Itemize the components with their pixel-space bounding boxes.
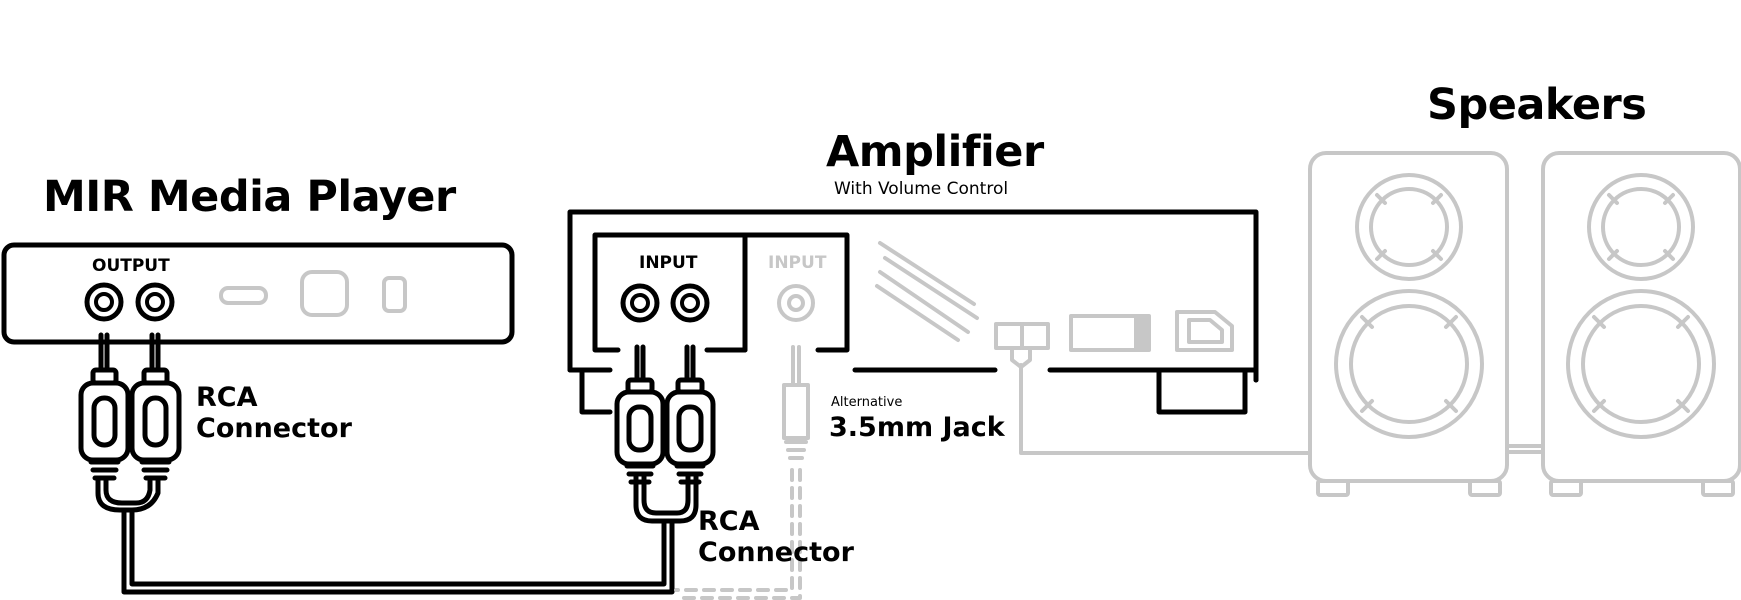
rca-connector-label-left: RCA Connector bbox=[196, 382, 352, 444]
amplifier-title: Amplifier bbox=[826, 127, 1044, 177]
jack-cable bbox=[674, 345, 810, 600]
input-port-label: INPUT bbox=[639, 253, 698, 273]
jack-label: 3.5mm Jack bbox=[829, 412, 1005, 443]
rca-cable bbox=[78, 332, 716, 595]
amplifier-device bbox=[567, 209, 1259, 415]
rca-connector-label-right-line2: Connector bbox=[698, 537, 854, 568]
speakers-illustration bbox=[1308, 151, 1741, 497]
media-player-device bbox=[1, 242, 515, 345]
speakers-title: Speakers bbox=[1427, 80, 1647, 130]
amplifier-subtitle: With Volume Control bbox=[834, 179, 1009, 199]
speaker-cable bbox=[1019, 363, 1312, 455]
jack-note-label: Alternative bbox=[831, 395, 903, 410]
rca-connector-label-right: RCA Connector bbox=[698, 506, 854, 568]
output-port-label: OUTPUT bbox=[92, 256, 170, 276]
rca-connector-label-left-line1: RCA bbox=[196, 382, 258, 413]
media-player-title: MIR Media Player bbox=[43, 172, 456, 222]
rca-connector-label-left-line2: Connector bbox=[196, 413, 352, 444]
rca-connector-label-right-line1: RCA bbox=[698, 506, 760, 537]
alt-input-port-label: INPUT bbox=[768, 253, 827, 273]
